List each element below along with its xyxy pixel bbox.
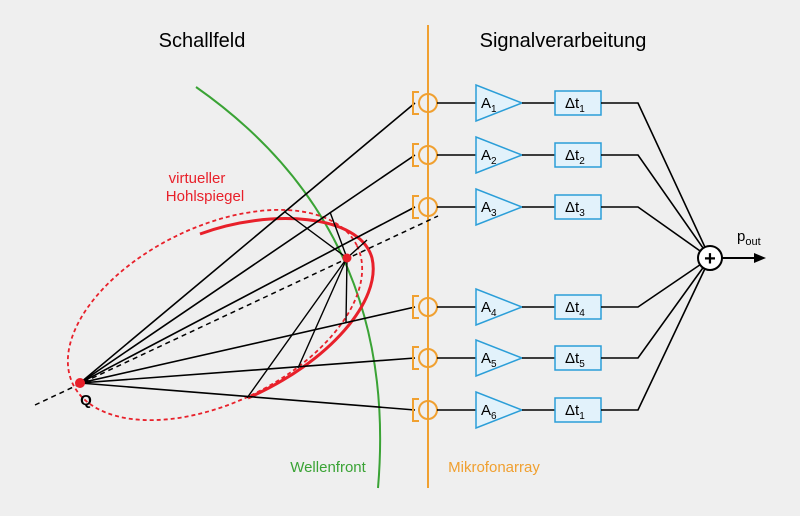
amplifier-label-4: A4	[481, 299, 497, 319]
channel-1: A1 Δt1	[437, 83, 711, 259]
amplifier-2	[475, 135, 525, 175]
mikrofonarray-label: Mikrofonarray	[448, 459, 540, 476]
delay-to-sum-line	[601, 154, 711, 259]
delay-to-sum-line	[601, 257, 711, 359]
delay-to-sum-line	[601, 257, 711, 308]
microphone-2	[412, 143, 438, 167]
amplifier-1	[475, 83, 525, 123]
delay-block-6	[554, 397, 602, 423]
reflected-rays	[246, 211, 368, 399]
wavefront-arc	[195, 86, 382, 489]
amplifier-label-1: A1	[481, 95, 497, 115]
channel-6: A6 Δt1	[437, 257, 711, 430]
mirror-ellipse-dashed	[66, 208, 364, 422]
channel-3: A3 Δt3	[437, 187, 711, 259]
microphone-4	[412, 295, 438, 319]
amplifier-6	[475, 390, 525, 430]
wellenfront-label: Wellenfront	[290, 459, 366, 476]
source-point-q	[75, 378, 85, 388]
svg-text:+: +	[704, 248, 716, 270]
sum-node: +	[697, 245, 723, 271]
signalverarbeitung-label: Signalverarbeitung	[480, 30, 647, 52]
delay-label-5: Δt5	[565, 350, 585, 370]
delay-to-sum-line	[601, 102, 711, 259]
microphone-6	[412, 398, 438, 422]
microphone-5	[412, 346, 438, 370]
output-label: pout	[737, 228, 761, 248]
channel-4: A4 Δt4	[437, 257, 711, 327]
amplifier-5	[475, 338, 525, 378]
mirror-arc-solid	[199, 217, 375, 400]
mirror-label-line2: Hohlspiegel	[166, 188, 244, 205]
delay-label-2: Δt2	[565, 147, 585, 167]
delay-to-sum-line	[601, 257, 711, 411]
mirror-axis	[34, 215, 439, 406]
amplifier-4	[475, 287, 525, 327]
delay-block-3	[554, 194, 602, 220]
amplifier-label-2: A2	[481, 147, 497, 167]
delay-label-6: Δt1	[565, 402, 585, 422]
delay-block-2	[554, 142, 602, 168]
output-arrowhead	[754, 253, 766, 263]
amplifier-label-6: A6	[481, 402, 497, 422]
schallfeld-label: Schallfeld	[159, 30, 246, 52]
channel-5: A5 Δt5	[437, 257, 711, 378]
amplifier-label-3: A3	[481, 199, 497, 219]
delay-label-3: Δt3	[565, 199, 585, 219]
amplifier-label-5: A5	[481, 350, 497, 370]
delay-block-1	[554, 90, 602, 116]
focus-point	[342, 253, 352, 263]
mirror-label-line1: virtueller	[169, 170, 226, 187]
source-label: Q	[80, 392, 92, 409]
delay-label-4: Δt4	[565, 299, 585, 319]
channel-2: A2 Δt2	[437, 135, 711, 259]
microphone-3	[412, 195, 438, 219]
microphone-1	[412, 91, 438, 115]
microphones	[412, 91, 438, 422]
delay-to-sum-line	[601, 206, 711, 259]
delay-label-1: Δt1	[565, 95, 585, 115]
rays-q-to-mics	[79, 102, 416, 411]
amplifier-3	[475, 187, 525, 227]
